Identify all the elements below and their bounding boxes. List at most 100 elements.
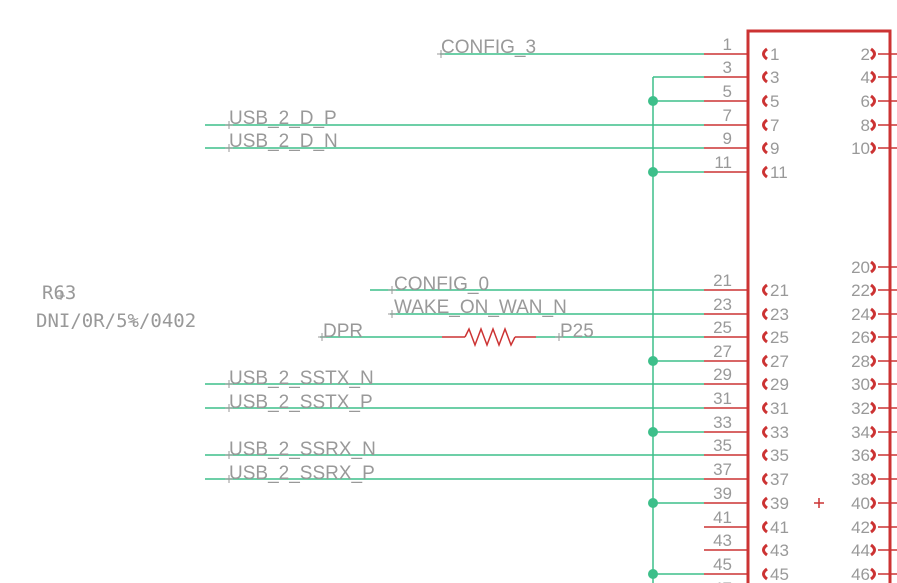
pin-number-left: 1: [723, 35, 732, 54]
junction-dot: [648, 167, 658, 177]
resistor-value: DNI/0R/5%/0402: [36, 310, 196, 332]
label-origin-crosses: [57, 50, 563, 483]
pin-socket-left: [762, 425, 768, 439]
origin-cross: [225, 144, 233, 152]
junction-dot: [648, 96, 658, 106]
pin-socket-left: [762, 283, 768, 297]
pin-label-right: 2: [861, 45, 870, 64]
pin-socket-right: [870, 472, 876, 486]
pin-label-left: 41: [770, 518, 789, 537]
pin-socket-left: [762, 141, 768, 155]
pin-label-left: 21: [770, 281, 789, 300]
pin-socket-left: [762, 520, 768, 534]
net-label-usb-2-ssrx-n: USB_2_SSRX_N: [229, 439, 376, 460]
origin-cross: [437, 50, 445, 58]
net-wires: [205, 53, 704, 575]
pin-label-right: 28: [851, 352, 870, 371]
junction-dot: [648, 498, 658, 508]
pin-socket-right: [870, 401, 876, 415]
pin-label-left: 27: [770, 352, 789, 371]
pin-socket-left: [762, 567, 768, 581]
pin-socket-left: [762, 401, 768, 415]
pin-label-left: 31: [770, 399, 789, 418]
pin-socket-left: [762, 70, 768, 84]
net-label-usb-2-d-p: USB_2_D_P: [229, 108, 337, 129]
connector-pins: 1133557799111121212323252527272929313133…: [704, 35, 897, 583]
pin-number-left: 3: [723, 58, 732, 77]
pin-label-left: 3: [770, 68, 779, 87]
origin-cross: [225, 451, 233, 459]
pin-label-left: 25: [770, 328, 789, 347]
net-label-usb-2-sstx-p: USB_2_SSTX_P: [229, 392, 373, 413]
pin-socket-right: [870, 567, 876, 581]
pin-label-right: 32: [851, 399, 870, 418]
pin-number-left: 11: [714, 153, 732, 172]
origin-cross: [225, 475, 233, 483]
connector-body: [746, 29, 892, 583]
pin-socket-right: [870, 260, 876, 274]
pin-socket-left: [762, 165, 768, 179]
pin-number-left: 47: [713, 579, 732, 583]
junction-dot: [648, 427, 658, 437]
pin-label-left: 5: [770, 92, 779, 111]
pin-label-right: 38: [851, 470, 870, 489]
pin-label-left: 39: [770, 494, 789, 513]
pin-socket-left: [762, 47, 768, 61]
pin-number-left: 9: [723, 129, 732, 148]
pin-number-left: 45: [713, 555, 732, 574]
pin-socket-right: [870, 47, 876, 61]
net-label-config-0: CONFIG_0: [394, 274, 489, 295]
origin-cross: [225, 380, 233, 388]
pin-number-left: 5: [723, 82, 732, 101]
pin-number-left: 31: [713, 389, 732, 408]
pin-number-left: 29: [713, 365, 732, 384]
pin-number-left: 33: [713, 413, 732, 432]
component-origin-cross: [814, 498, 824, 508]
pin-label-left: 33: [770, 423, 789, 442]
pin-label-right: 10: [851, 139, 870, 158]
pin-socket-left: [762, 496, 768, 510]
origin-cross: [318, 333, 326, 341]
pin-label-right: 46: [851, 565, 870, 583]
pin-label-right: 22: [851, 281, 870, 300]
pin-socket-left: [762, 377, 768, 391]
pin-label-left: 7: [770, 116, 779, 135]
net-label-dpr: DPR: [323, 321, 363, 342]
pin-label-left: 29: [770, 375, 789, 394]
resistor-reference: R63: [42, 282, 76, 304]
pin-number-left: 37: [713, 460, 732, 479]
pin-number-left: 27: [713, 342, 732, 361]
net-label-usb-2-ssrx-p: USB_2_SSRX_P: [229, 463, 375, 484]
pin-socket-left: [762, 330, 768, 344]
pin-label-right: 44: [851, 541, 870, 560]
pin-label-right: 42: [851, 518, 870, 537]
pin-number-left: 35: [713, 436, 732, 455]
pin-socket-right: [870, 425, 876, 439]
pin-number-left: 41: [713, 508, 732, 527]
junction-dots: [648, 96, 658, 579]
origin-cross: [555, 333, 563, 341]
pin-socket-right: [870, 520, 876, 534]
junction-dot: [648, 356, 658, 366]
pin-number-left: 43: [713, 531, 732, 550]
net-label-config-3: CONFIG_3: [441, 37, 536, 58]
pin-label-right: 26: [851, 328, 870, 347]
resistor-r63[interactable]: [442, 326, 536, 348]
pin-label-right: 6: [861, 92, 870, 111]
pin-number-left: 23: [713, 295, 732, 314]
origin-cross: [130, 318, 138, 326]
pin-socket-right: [870, 283, 876, 297]
pin-socket-left: [762, 307, 768, 321]
pin-label-right: 30: [851, 375, 870, 394]
pin-number-left: 21: [713, 271, 732, 290]
pin-number-left: 39: [713, 484, 732, 503]
pin-label-right: 40: [851, 494, 870, 513]
pin-socket-left: [762, 354, 768, 368]
pin-socket-right: [870, 496, 876, 510]
pin-socket-right: [870, 330, 876, 344]
net-label-p25: P25: [560, 321, 594, 342]
pin-socket-left: [762, 543, 768, 557]
pin-socket-left: [762, 118, 768, 132]
pin-socket-right: [870, 94, 876, 108]
